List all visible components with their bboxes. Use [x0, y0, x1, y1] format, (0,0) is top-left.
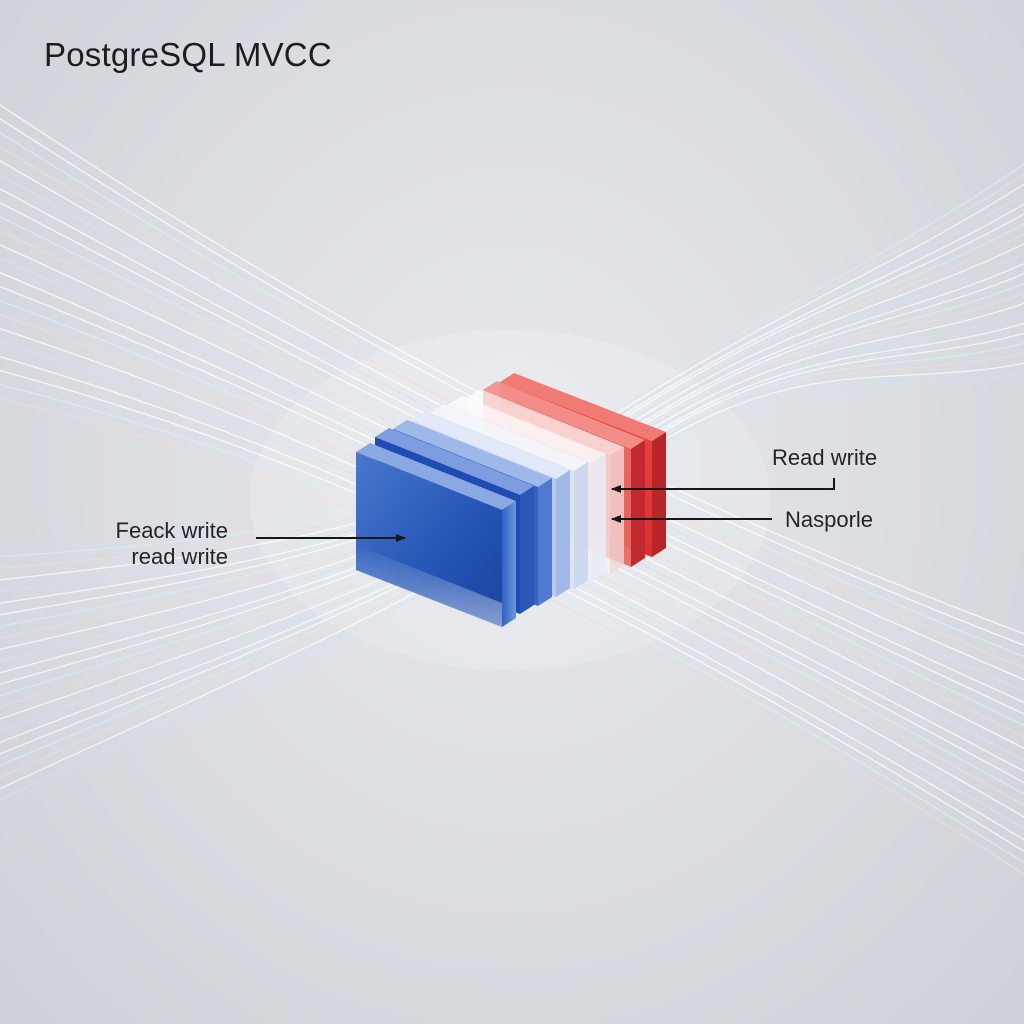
label-left-line1: Feack write	[115, 518, 228, 543]
label-feack-write-read-write: Feack write read write	[60, 518, 228, 570]
mvcc-version-stack	[356, 373, 666, 627]
blue-front-block	[356, 443, 516, 627]
light-stream-line	[0, 145, 1024, 669]
label-left-line2: read write	[131, 544, 228, 569]
light-stream-line	[0, 118, 1024, 646]
light-stream-line	[0, 104, 1024, 635]
label-nasporle: Nasporle	[785, 507, 874, 532]
annotation-arrows	[256, 478, 835, 542]
label-read-write: Read write	[772, 445, 878, 470]
light-stream-line	[0, 132, 1024, 658]
diagram-title: PostgreSQL MVCC	[44, 36, 332, 73]
